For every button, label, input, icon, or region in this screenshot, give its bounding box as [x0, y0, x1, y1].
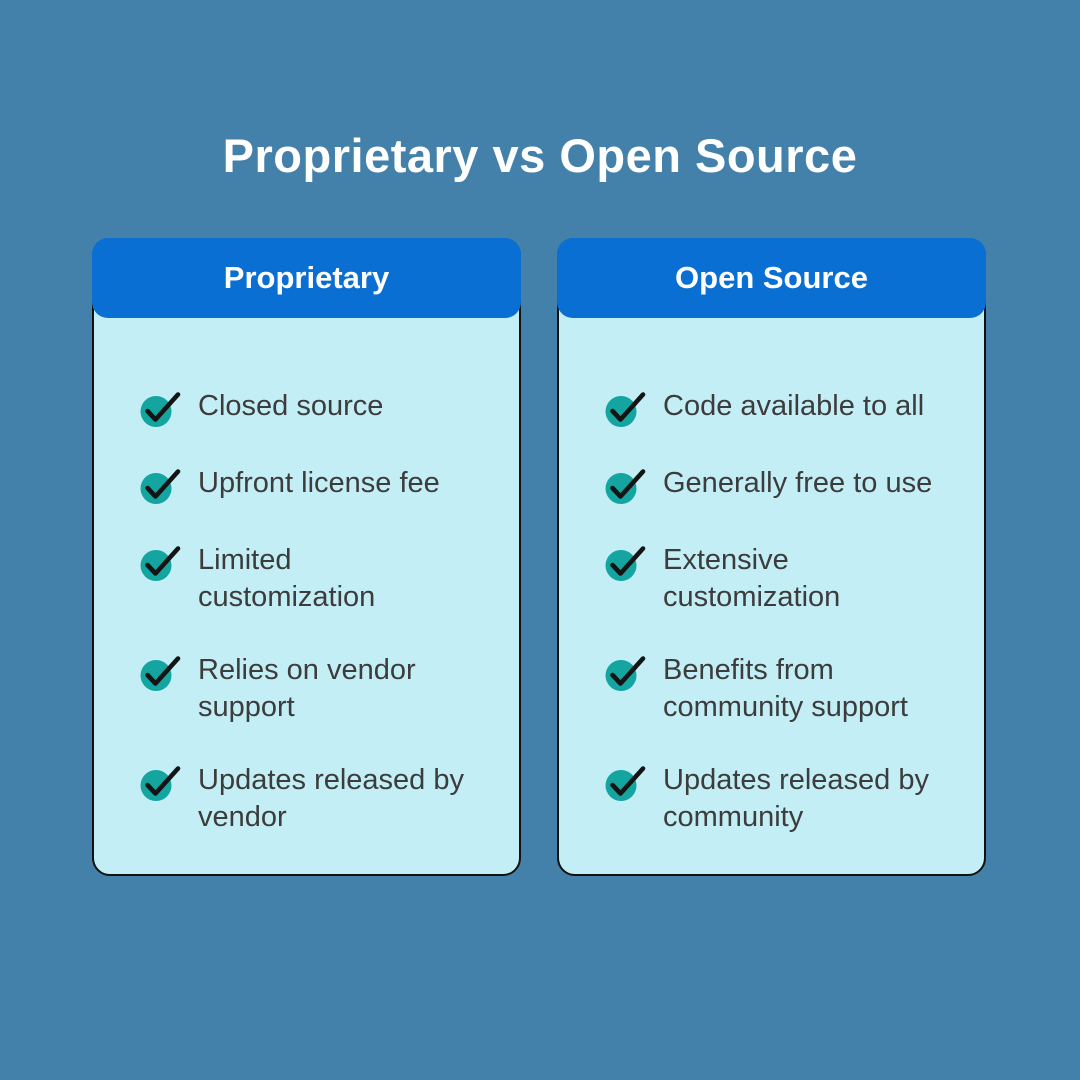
checkmark-icon	[140, 546, 181, 581]
checkmark-icon	[605, 469, 646, 504]
proprietary-card-items: Closed source Upfront license fee Limite…	[94, 318, 519, 836]
open-source-card-header: Open Source	[557, 238, 986, 318]
checkmark-icon	[140, 392, 181, 427]
open-source-card-title: Open Source	[675, 260, 868, 295]
list-item-label: Closed source	[198, 390, 384, 422]
checkmark-icon	[140, 766, 181, 801]
proprietary-card-header: Proprietary	[92, 238, 521, 318]
list-item-label: Benefits from community support	[663, 654, 908, 723]
checkmark-icon	[605, 392, 646, 427]
list-item: Limited customization	[140, 542, 495, 616]
checkmark-icon	[605, 546, 646, 581]
list-item: Benefits from community support	[605, 652, 960, 726]
checkmark-icon	[140, 656, 181, 691]
list-item: Generally free to use	[605, 465, 960, 506]
list-item: Closed source	[140, 388, 495, 429]
list-item-label: Generally free to use	[663, 467, 933, 499]
list-item-label: Updates released by community	[663, 764, 929, 833]
list-item-label: Updates released by vendor	[198, 764, 464, 833]
list-item-label: Code available to all	[663, 390, 925, 422]
proprietary-card: Proprietary Closed source Upfront licens…	[92, 238, 521, 876]
list-item: Updates released by vendor	[140, 762, 495, 836]
list-item-label: Relies on vendor support	[198, 654, 416, 723]
list-item-label: Limited customization	[198, 544, 376, 613]
page-title: Proprietary vs Open Source	[222, 129, 858, 182]
checkmark-icon	[140, 469, 181, 504]
list-item: Extensive customization	[605, 542, 960, 616]
list-item: Updates released by community	[605, 762, 960, 836]
open-source-card-items: Code available to all Generally free to …	[559, 318, 984, 836]
list-item-label: Upfront license fee	[198, 467, 440, 499]
checkmark-icon	[605, 656, 646, 691]
list-item: Code available to all	[605, 388, 960, 429]
proprietary-card-title: Proprietary	[223, 260, 390, 295]
checkmark-icon	[605, 766, 646, 801]
list-item-label: Extensive customization	[663, 544, 841, 613]
list-item: Relies on vendor support	[140, 652, 495, 726]
open-source-card: Open Source Code available to all Genera…	[557, 238, 986, 876]
list-item: Upfront license fee	[140, 465, 495, 506]
comparison-cards-row: Proprietary Closed source Upfront licens…	[92, 238, 986, 876]
